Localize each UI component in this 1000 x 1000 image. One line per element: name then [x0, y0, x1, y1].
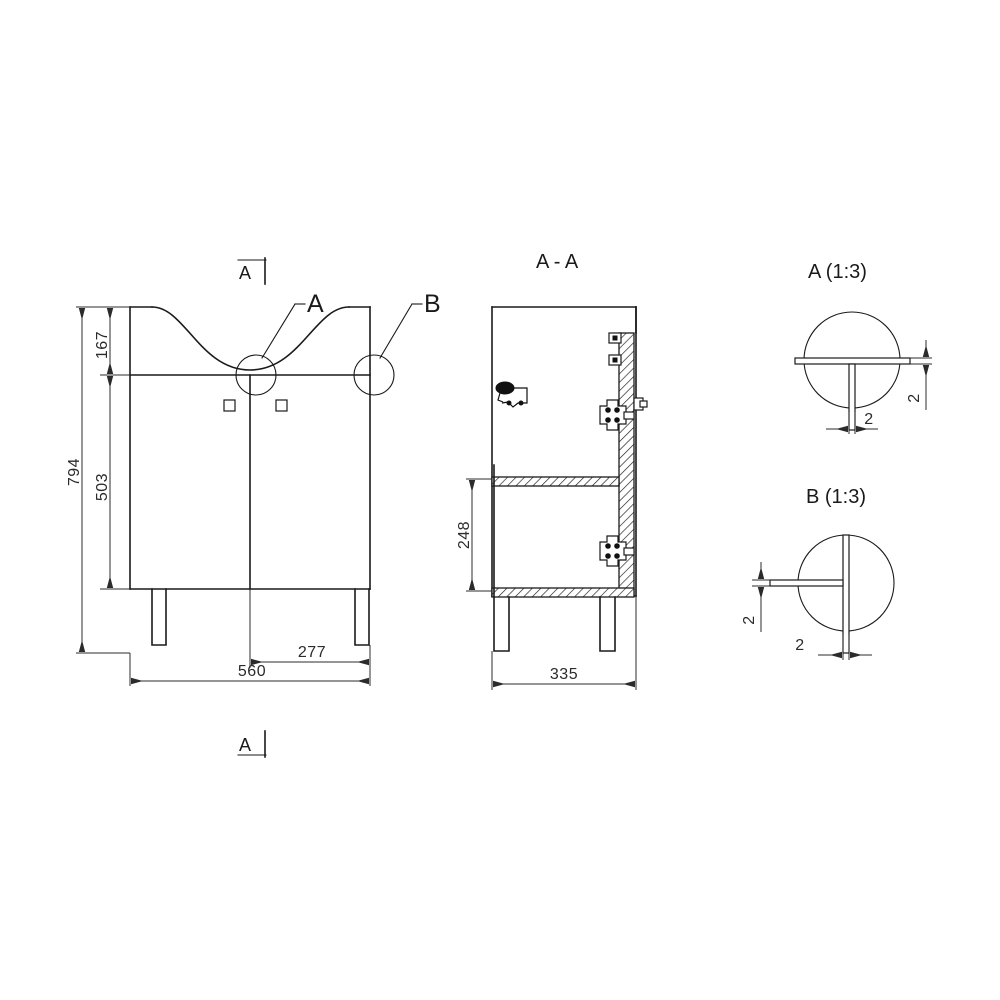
door-handle-section: [633, 397, 648, 411]
detail-b-dim-horizontal: 2: [795, 635, 872, 660]
section-title-a-a: A - A: [536, 251, 579, 273]
detail-a-title: A (1:3): [808, 261, 867, 283]
detail-circle-b: [353, 303, 423, 396]
section-extension-lines: [466, 478, 637, 690]
cabinet-legs-section: [493, 596, 616, 652]
section-marker-bottom: [237, 730, 267, 758]
section-letter-top: A: [239, 263, 251, 283]
shelf-section: [491, 476, 620, 487]
dimension-167-text: 167: [94, 331, 111, 359]
dimension-277-text: 277: [298, 644, 326, 661]
detail-label-a: A: [307, 290, 324, 318]
detail-circle-a: [235, 303, 306, 396]
detail-a-dim-horizontal: 2: [826, 411, 878, 434]
dimension-248-text: 248: [456, 521, 473, 549]
detail-b-title: B (1:3): [806, 486, 866, 508]
siphon-symbol: [495, 381, 528, 408]
dimension-794: 794: [66, 308, 86, 652]
detail-a-dim-vertical: 2: [906, 340, 932, 410]
dimension-335-text: 335: [550, 666, 578, 683]
front-elevation-view: A B 167 503: [66, 257, 441, 758]
detail-a-dim-vertical-text: 2: [906, 393, 923, 402]
panel-bracket-lower: [608, 354, 622, 366]
dimension-277: 277: [251, 644, 369, 666]
detail-b-view: 2 2 B (1:3): [741, 486, 895, 660]
section-letter-bottom: A: [239, 735, 251, 755]
dimension-335: 335: [493, 666, 635, 688]
dimension-503: 503: [94, 376, 114, 588]
door-handle-left: [223, 399, 236, 412]
detail-b-dim-vertical: 2: [741, 562, 770, 632]
cabinet-legs-front: [151, 588, 370, 646]
dimension-503-text: 503: [94, 473, 111, 501]
dimension-248: 248: [456, 480, 476, 590]
dimension-794-text: 794: [66, 458, 83, 486]
bottom-panel-section: [491, 587, 635, 598]
door-handle-right: [275, 399, 288, 412]
dimension-560: 560: [131, 663, 369, 685]
section-marker-top: [237, 257, 267, 285]
detail-a-dim-horizontal-text: 2: [864, 411, 873, 428]
front-extension-lines: [76, 306, 371, 686]
detail-b-dim-vertical-text: 2: [741, 615, 758, 624]
dimension-167: 167: [94, 308, 114, 374]
hinge-upper: [599, 399, 635, 431]
detail-b-dim-horizontal-text: 2: [795, 637, 804, 654]
dimension-560-text: 560: [238, 663, 266, 680]
section-a-a-view: 248 335: [456, 306, 648, 690]
panel-bracket-upper: [608, 332, 622, 344]
hinge-lower: [599, 535, 635, 567]
detail-a-view: 2 2 A (1:3): [794, 261, 932, 434]
detail-label-b: B: [424, 290, 441, 318]
